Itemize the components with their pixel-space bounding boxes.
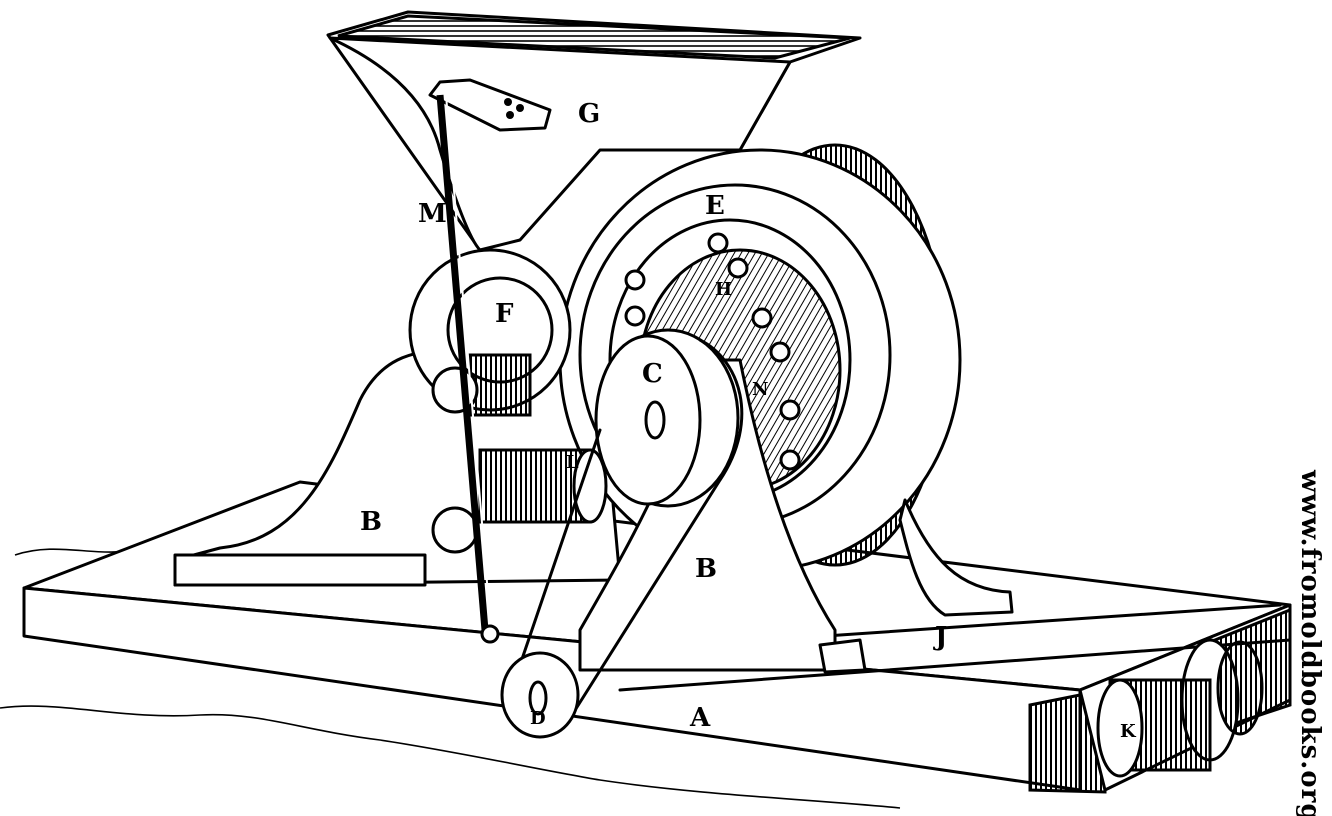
pulley-d bbox=[500, 651, 580, 739]
label-n: N bbox=[752, 379, 768, 400]
label-k: K bbox=[1120, 721, 1137, 742]
label-d: D bbox=[530, 708, 546, 729]
label-m: M bbox=[418, 199, 447, 229]
right-support bbox=[578, 358, 837, 672]
right-foot bbox=[818, 638, 867, 674]
rear-bracket bbox=[898, 498, 1014, 617]
pulley-k bbox=[1096, 638, 1264, 778]
label-j: J bbox=[933, 622, 947, 652]
label-l: L bbox=[566, 452, 579, 473]
label-a: A bbox=[689, 703, 711, 733]
drive-belt bbox=[518, 338, 744, 717]
label-b-left: B bbox=[360, 507, 382, 537]
watermark: www.fromoldbooks.org bbox=[1295, 469, 1325, 816]
label-f: F bbox=[495, 299, 514, 329]
hopper bbox=[326, 10, 862, 252]
label-h: H bbox=[715, 279, 732, 300]
label-g: G bbox=[578, 99, 600, 129]
label-e: E bbox=[705, 191, 725, 221]
label-c: C bbox=[642, 359, 663, 389]
label-b-right: B bbox=[695, 554, 717, 584]
pulley-c bbox=[594, 328, 740, 508]
left-foot bbox=[173, 553, 427, 587]
rod-m bbox=[436, 94, 500, 644]
